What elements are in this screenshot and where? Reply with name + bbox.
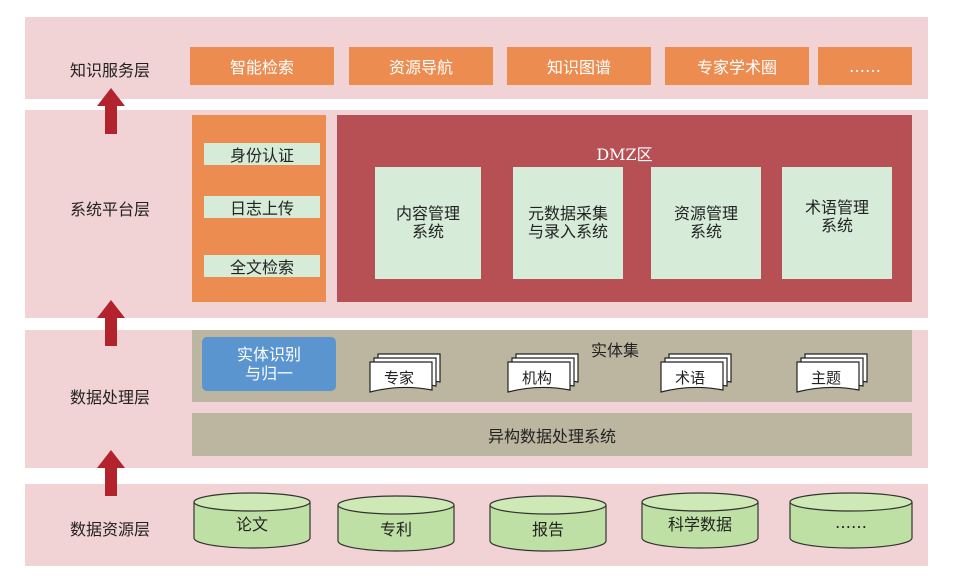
entity-label-expert: 专家: [384, 369, 414, 387]
entity-label-topic: 主题: [811, 369, 841, 387]
entity-recognition-box: 实体识别与归一: [202, 337, 336, 391]
document-stack-icon: [796, 353, 868, 393]
platform-log-upload: 日志上传: [204, 196, 320, 218]
data-resource-layer: [25, 484, 928, 566]
entity-set-title: 实体集: [590, 341, 639, 360]
platform-fulltext-search: 全文检索: [204, 255, 320, 277]
system-line: 与录入系统: [527, 222, 608, 241]
up-arrow-icon: [97, 300, 125, 346]
layer-label-system-platform: 系统平台层: [69, 200, 150, 219]
resource-label-patents: 专利: [380, 520, 412, 539]
system-line: 系统: [411, 222, 444, 241]
database-cylinder-icon: [489, 495, 607, 552]
entity-label-institution: 机构: [522, 369, 552, 387]
entity-topic-doc: 主题: [796, 353, 868, 393]
system-line: 资源管理: [673, 204, 738, 223]
platform-identity-auth: 身份认证: [204, 143, 320, 165]
entity-institution-doc: 机构: [507, 353, 579, 393]
service-resource-navigation: 资源导航: [349, 47, 493, 85]
service-more: ……: [818, 47, 912, 85]
layer-label-data-processing: 数据处理层: [69, 388, 150, 407]
entity-expert-doc: 专家: [369, 353, 441, 393]
system-resource-management: 资源管理系统: [651, 167, 761, 279]
resource-label-scientific-data: 科学数据: [668, 515, 732, 534]
up-arrow-icon: [97, 88, 125, 134]
resource-label-papers: 论文: [236, 515, 268, 534]
database-cylinder-icon: [337, 495, 455, 552]
entity-label-term: 术语: [675, 369, 705, 387]
resource-papers: 论文: [193, 492, 311, 549]
document-stack-icon: [660, 353, 732, 393]
layer-label-data-resource: 数据资源层: [69, 520, 150, 539]
document-stack-icon: [507, 353, 579, 393]
system-line: 术语管理: [804, 198, 869, 217]
resource-scientific-data: 科学数据: [641, 492, 759, 549]
database-cylinder-icon: [789, 492, 913, 549]
database-cylinder-icon: [193, 492, 311, 549]
heterogeneous-data-system: 异构数据处理系统: [192, 413, 912, 456]
resource-reports: 报告: [489, 495, 607, 552]
up-arrow-icon: [97, 450, 125, 496]
resource-more: ……: [789, 492, 913, 549]
entity-recognition-line: 实体识别: [236, 345, 301, 364]
system-metadata-entry: 元数据采集与录入系统: [513, 167, 623, 279]
system-term-management: 术语管理系统: [782, 167, 892, 279]
entity-recognition-line: 与归一: [244, 364, 293, 383]
entity-term-doc: 术语: [660, 353, 732, 393]
layer-label-knowledge-service: 知识服务层: [69, 61, 150, 80]
dmz-title: DMZ区: [596, 145, 653, 164]
database-cylinder-icon: [641, 492, 759, 549]
resource-label-reports: 报告: [532, 520, 564, 539]
resource-label-more: ……: [835, 513, 867, 532]
system-line: 系统: [689, 222, 722, 241]
system-line: 系统: [820, 216, 853, 235]
system-content-management: 内容管理系统: [375, 167, 481, 279]
system-line: 元数据采集: [527, 204, 608, 223]
service-expert-circle: 专家学术圈: [665, 47, 809, 85]
document-stack-icon: [369, 353, 441, 393]
service-intelligent-search: 智能检索: [190, 47, 334, 85]
service-knowledge-graph: 知识图谱: [507, 47, 651, 85]
system-line: 内容管理: [395, 204, 460, 223]
resource-patents: 专利: [337, 495, 455, 552]
